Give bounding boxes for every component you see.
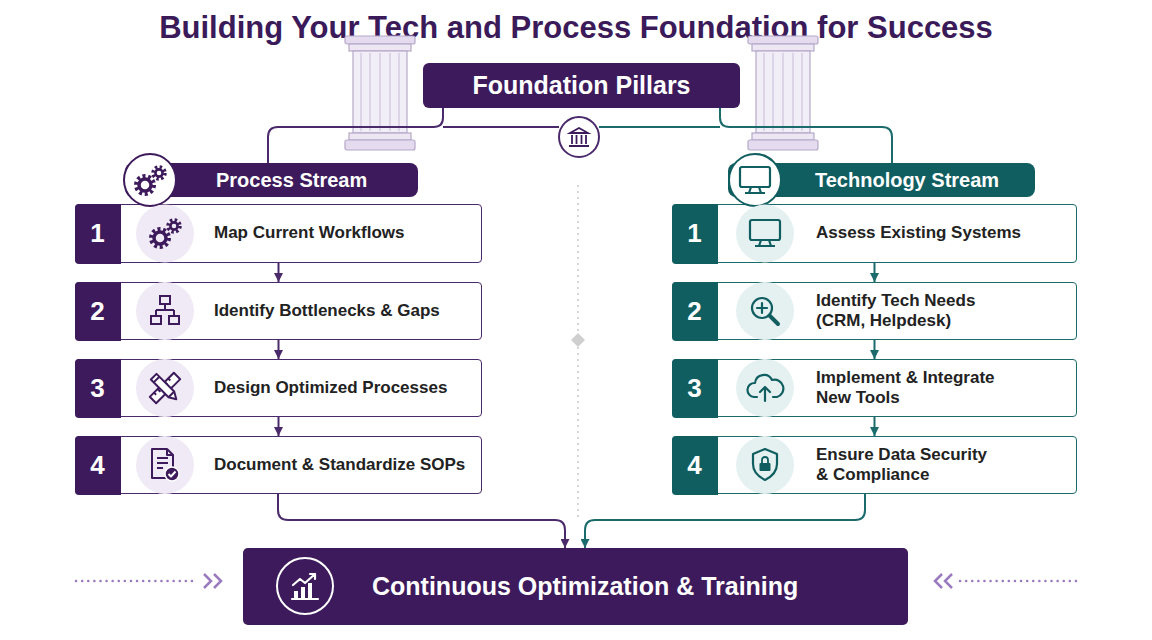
- step-label: Assess Existing Systems: [816, 223, 1056, 243]
- tech-step-box: 4 Ensure Data Security & Compliance: [672, 436, 1077, 494]
- step-number: 3: [672, 359, 718, 418]
- header-label: Technology Stream: [815, 169, 999, 192]
- header-badge: [729, 154, 781, 206]
- search-icon: [752, 298, 778, 324]
- flow-connector: [278, 340, 280, 359]
- flow-connector: [874, 417, 876, 436]
- step-label: Map Current Workflows: [214, 223, 476, 243]
- divider-line: [577, 185, 579, 520]
- chart-icon: [292, 574, 318, 599]
- stream-header: Process Stream: [125, 163, 418, 197]
- pillar-icon: [569, 128, 589, 146]
- flow-connector: [874, 340, 876, 359]
- process-step-box: 4 Document & Standardize SOPs: [75, 436, 482, 494]
- flow-connector: [720, 108, 892, 163]
- outcome-label: Continuous Optimization & Training: [372, 572, 798, 601]
- step-label: Design Optimized Processes: [214, 378, 476, 398]
- stream-header: Technology Stream: [728, 163, 1035, 197]
- step-label: Identify Tech Needs (CRM, Helpdesk): [816, 291, 1011, 332]
- connector-wire: [443, 126, 559, 128]
- process-step-box: 1 Map Current Workflows: [75, 204, 482, 263]
- diagram-title: Building Your Tech and Process Foundatio…: [0, 9, 1152, 47]
- step-number: 3: [75, 359, 121, 418]
- flow-connector: [278, 417, 280, 436]
- flow-connector: [268, 108, 443, 163]
- step-number: 1: [75, 204, 121, 264]
- icon-badge: [136, 205, 194, 263]
- step-number: 4: [672, 436, 718, 495]
- divider-diamond: [571, 333, 585, 347]
- chevron-mark: [935, 574, 952, 588]
- icon-badge: [136, 359, 194, 417]
- pillar-illustration: [345, 36, 415, 150]
- icon-badge: [736, 359, 794, 417]
- dotted-line: [960, 580, 1076, 583]
- tech-step-box: 1 Assess Existing Systems: [672, 204, 1077, 263]
- process-step-box: 2 Identify Bottlenecks & Gaps: [75, 282, 482, 340]
- monitor-icon: [750, 220, 780, 246]
- flowchart-icon: [151, 296, 179, 324]
- icon-badge: [736, 205, 794, 263]
- tech-step-box: 2 Identify Tech Needs (CRM, Helpdesk): [672, 282, 1077, 340]
- flow-connector: [874, 263, 876, 282]
- icon-badge: [736, 436, 794, 494]
- step-label: Identify Bottlenecks & Gaps: [214, 301, 476, 321]
- header-label: Process Stream: [216, 169, 367, 192]
- step-number: 2: [75, 282, 121, 341]
- gears-icon: [136, 167, 165, 194]
- monitor-icon: [740, 167, 770, 193]
- header-badge: [124, 154, 176, 206]
- pencil-ruler-icon: [150, 373, 180, 403]
- pillar-illustration: [748, 36, 818, 150]
- document-icon: [152, 449, 179, 481]
- outcome-badge: [277, 558, 333, 614]
- outcome-box: Continuous Optimization & Training: [243, 548, 908, 625]
- chevron-mark: [204, 574, 221, 588]
- cloud-icon: [747, 375, 783, 401]
- flow-connector: [278, 263, 280, 282]
- process-step-box: 3 Design Optimized Processes: [75, 359, 482, 417]
- shield-icon: [753, 449, 777, 480]
- step-number: 2: [672, 282, 718, 341]
- pillar-badge: [559, 117, 599, 157]
- connector-wire: [599, 126, 720, 128]
- step-number: 4: [75, 436, 121, 495]
- step-label: Document & Standardize SOPs: [214, 455, 476, 475]
- step-label: Ensure Data Security & Compliance: [816, 445, 996, 486]
- banner-box: Foundation Pillars: [423, 63, 740, 108]
- icon-badge: [736, 282, 794, 340]
- icon-badge: [136, 436, 194, 494]
- step-number: 1: [672, 204, 718, 264]
- tech-step-box: 3 Implement & Integrate New Tools: [672, 359, 1077, 417]
- flow-connector: [585, 494, 865, 548]
- dotted-line: [76, 580, 196, 583]
- gears-icon: [151, 220, 180, 247]
- icon-badge: [136, 282, 194, 340]
- step-label: Implement & Integrate New Tools: [816, 368, 1011, 409]
- flow-connector: [278, 494, 565, 548]
- banner-label: Foundation Pillars: [472, 71, 690, 100]
